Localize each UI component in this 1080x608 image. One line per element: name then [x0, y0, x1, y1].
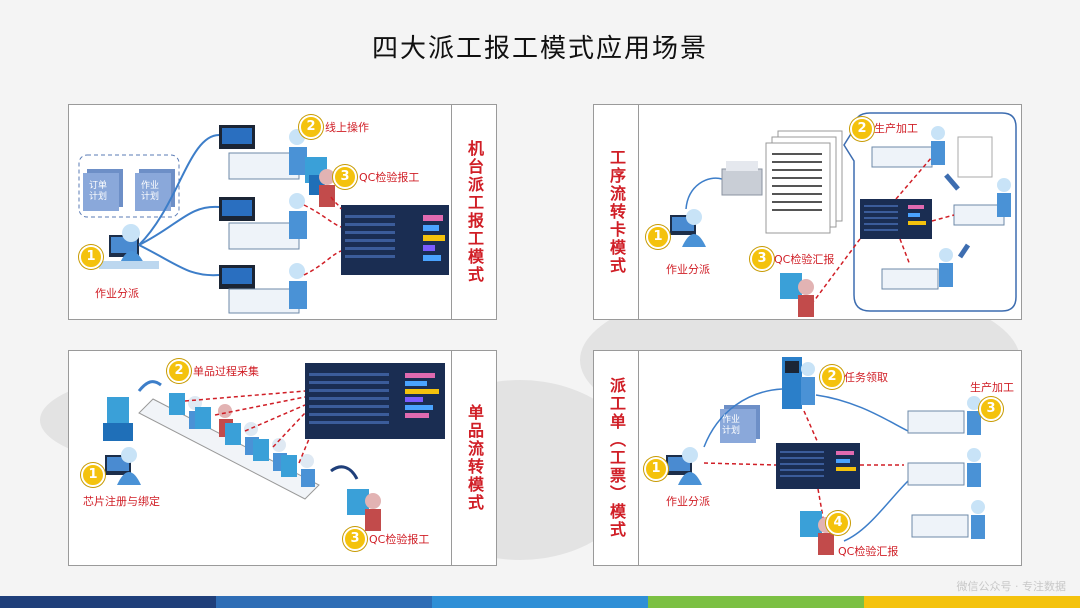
step-badge-1: 1 — [81, 463, 105, 487]
qc-report-label: QC检验报工 — [369, 533, 430, 546]
qc-report-label: QC检验汇报 — [774, 253, 835, 266]
page-title: 四大派工报工模式应用场景 — [371, 34, 708, 64]
step-badge-3: 3 — [333, 165, 357, 189]
watermark: 微信公众号 · 专注数据 — [956, 580, 1067, 593]
panel-machine-dispatch-title: 机台派工报工模式 — [451, 105, 496, 319]
panel-work-ticket-illustration — [666, 357, 985, 555]
qc-report-label: QC检验报工 — [359, 171, 420, 184]
step-badge-3: 3 — [750, 247, 774, 271]
panel-machine-dispatch-illustration — [78, 125, 449, 314]
job-plan-label: 作业计划 — [141, 181, 160, 202]
panel-single-item-flow-title: 单品流转模式 — [451, 351, 496, 565]
footer-stripe-3 — [432, 596, 648, 608]
panel-single-item-flow-illustration — [103, 363, 445, 531]
footer-stripe-1 — [0, 596, 216, 608]
panel-work-ticket-title: 派工单（工票）模式 — [594, 351, 639, 565]
production-label: 生产加工 — [970, 381, 1014, 394]
order-plan-label: 订单计划 — [89, 181, 108, 202]
dispatch-label: 作业分派 — [95, 287, 139, 300]
step-badge-1: 1 — [644, 457, 668, 481]
step-badge-2: 2 — [820, 365, 844, 389]
dispatch-label: 作业分派 — [666, 495, 710, 508]
step-badge-3: 3 — [343, 527, 367, 551]
qc-report-label: QC检验汇报 — [838, 545, 899, 558]
step-badge-1: 1 — [79, 245, 103, 269]
production-label: 生产加工 — [874, 122, 918, 135]
panel-process-card-title: 工序流转卡模式 — [594, 105, 639, 319]
footer-stripe-5 — [864, 596, 1080, 608]
step-badge-4: 4 — [826, 511, 850, 535]
task-receive-label: 任务领取 — [844, 371, 888, 384]
panel-process-card-illustration — [670, 112, 1017, 317]
chip-register-label: 芯片注册与绑定 — [83, 495, 160, 508]
footer-stripe-2 — [216, 596, 432, 608]
step-badge-2: 2 — [850, 117, 874, 141]
panel-process-card: 工序流转卡模式 1 作业分派 2 生产加工 3 QC检验汇报 — [593, 104, 1022, 320]
panel-work-ticket: 派工单（工票）模式 作业计划 1 作业分派 2 任务领取 生产加工 3 4 QC… — [593, 350, 1022, 566]
step-badge-2: 2 — [167, 359, 191, 383]
step-badge-1: 1 — [646, 225, 670, 249]
step-badge-2: 2 — [299, 115, 323, 139]
process-collect-label: 单品过程采集 — [193, 365, 259, 378]
online-operation-label: 线上操作 — [325, 121, 369, 134]
panel-machine-dispatch: 订单计划 作业计划 1 作业分派 2 线上操作 3 QC检验报工 机台派工报工模… — [68, 104, 497, 320]
footer-stripe-4 — [648, 596, 864, 608]
dispatch-label: 作业分派 — [666, 263, 710, 276]
step-badge-3: 3 — [979, 397, 1003, 421]
job-plan-label: 作业计划 — [722, 415, 741, 436]
panel-single-item-flow: 1 芯片注册与绑定 2 单品过程采集 3 QC检验报工 单品流转模式 — [68, 350, 497, 566]
